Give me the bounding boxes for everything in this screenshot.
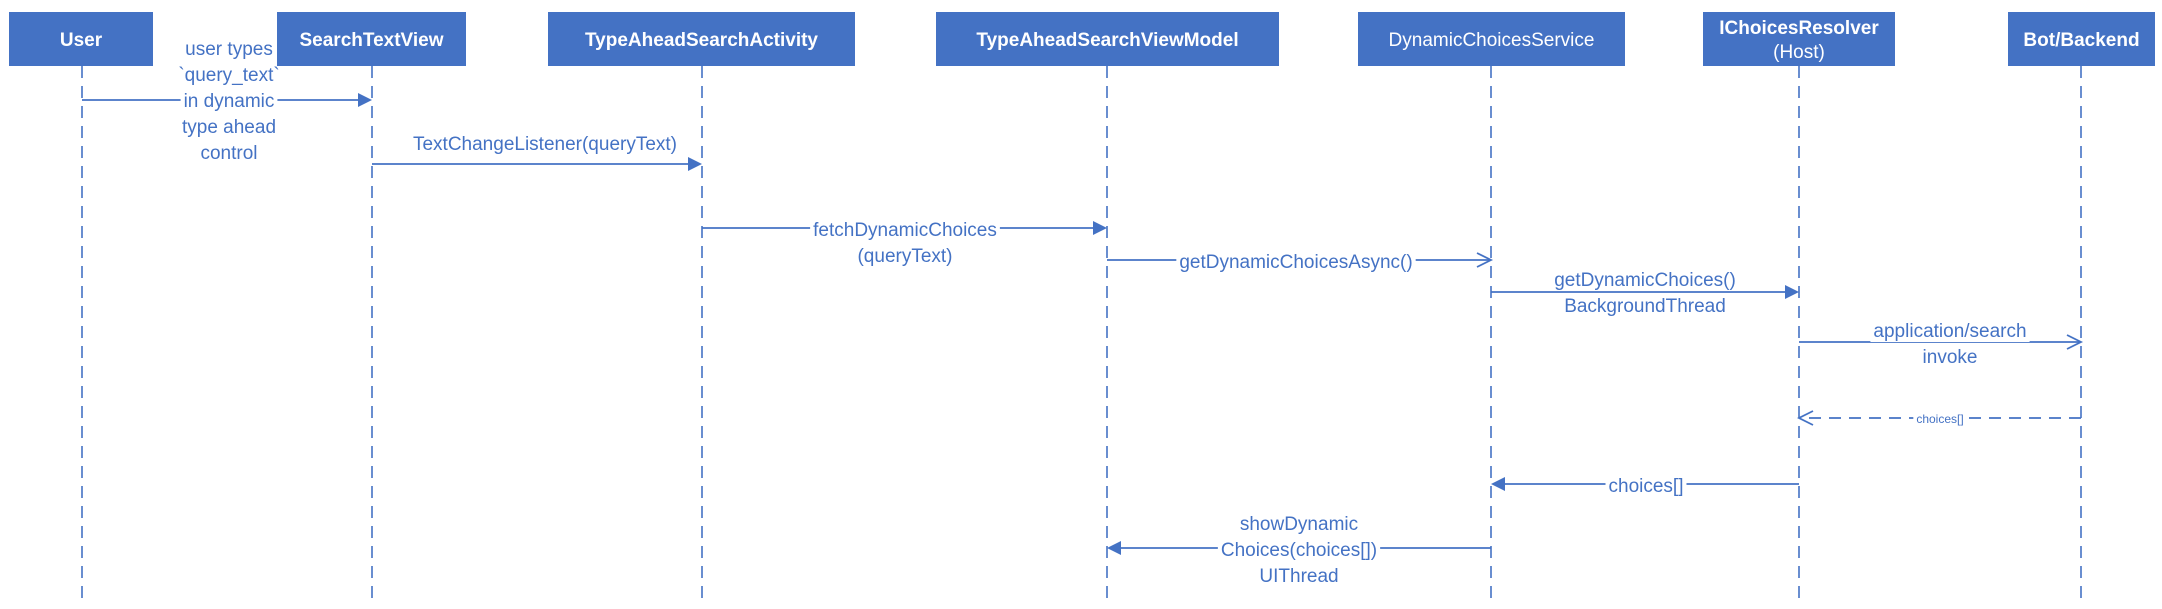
label-background — [1561, 296, 1729, 317]
label-background — [1236, 514, 1362, 535]
message-label: choices[] — [1605, 476, 1687, 497]
message-label-line: Choices(choices[]) — [1221, 540, 1377, 561]
label-background — [1551, 270, 1739, 291]
message-label-line: (queryText) — [857, 246, 952, 267]
message-label-line: user types — [185, 39, 273, 60]
message-botbackend-to-ichoicesresolver: choices[] — [1796, 410, 2081, 426]
actor-user: User — [9, 12, 153, 66]
label-background — [1217, 540, 1381, 561]
label-background — [1870, 321, 2030, 342]
actor-box — [1703, 12, 1895, 66]
arrowhead-open — [2066, 334, 2084, 350]
label-background — [1605, 476, 1687, 497]
arrowhead-filled — [1491, 477, 1505, 491]
message-dynamicchoicesservice-to-ichoicesresolver: getDynamicChoices() BackgroundThread — [1491, 270, 1799, 317]
message-label-line: in dynamic — [184, 91, 275, 112]
label-background — [1919, 347, 1981, 368]
actor-dynamicchoicesservice: DynamicChoicesService — [1358, 12, 1625, 66]
label-background — [810, 220, 1000, 241]
actor-label: Bot/Backend — [2023, 30, 2139, 51]
actor-botbackend: Bot/Backend — [2008, 12, 2155, 66]
message-user-to-searchtextview: user types `query_text`in dynamic type ahe… — [82, 39, 372, 164]
label-background — [182, 39, 276, 60]
arrowhead-filled — [688, 157, 702, 171]
message-label: user types `query_text`in dynamic type ahe… — [175, 39, 283, 164]
actor-box — [548, 12, 855, 66]
actor-searchtextview: SearchTextView — [277, 12, 466, 66]
lifelines — [81, 66, 2082, 600]
message-label: fetchDynamicChoices (queryText) — [810, 220, 1000, 267]
message-label-line: control — [200, 143, 257, 164]
arrowhead-filled — [358, 93, 372, 107]
arrowhead-filled — [1107, 541, 1121, 555]
actor-label: User — [60, 30, 103, 51]
message-label-line: choices[] — [1916, 412, 1963, 426]
actor-label: TypeAheadSearchActivity — [585, 30, 818, 51]
actor-typeaheadsearchviewmodel: TypeAheadSearchViewModel — [936, 12, 1279, 66]
arrowhead-filled — [1093, 221, 1107, 235]
actor-label: (Host) — [1773, 42, 1825, 63]
message-label-line: UIThread — [1259, 566, 1338, 587]
message-label-line: TextChangeListener(queryText) — [413, 134, 677, 155]
message-label: getDynamicChoicesAsync() — [1176, 252, 1416, 273]
message-label-line: getDynamicChoicesAsync() — [1179, 252, 1412, 273]
message-label: application/search invoke — [1870, 321, 2030, 368]
actor-box — [936, 12, 1279, 66]
message-label-line: showDynamic — [1240, 514, 1358, 535]
label-background — [854, 246, 956, 267]
message-label-line: application/search — [1873, 321, 2026, 342]
actor-label: TypeAheadSearchViewModel — [976, 30, 1238, 51]
label-background — [180, 91, 278, 112]
actor-label: DynamicChoicesService — [1389, 30, 1595, 51]
messages: user types `query_text`in dynamic type ahe… — [82, 39, 2084, 587]
message-label-line: getDynamicChoices() — [1554, 270, 1736, 291]
label-background — [1176, 252, 1416, 273]
actor-label: SearchTextView — [300, 30, 444, 51]
message-typeaheadsearchviewmodel-to-dynamicchoicesservice: getDynamicChoicesAsync() — [1107, 252, 1494, 273]
label-background — [175, 65, 283, 86]
actor-ichoicesresolver: IChoicesResolver (Host) — [1703, 12, 1895, 66]
message-label-line: invoke — [1923, 347, 1978, 368]
message-typeaheadsearchactivity-to-typeaheadsearchviewmodel: fetchDynamicChoices (queryText) — [702, 220, 1107, 267]
message-label-line: BackgroundThread — [1564, 296, 1726, 317]
actor-typeaheadsearchactivity: TypeAheadSearchActivity — [548, 12, 855, 66]
message-label: getDynamicChoices() BackgroundThread — [1551, 270, 1739, 317]
message-label: TextChangeListener(queryText) — [409, 134, 681, 155]
message-label-line: type ahead — [182, 117, 276, 138]
arrowhead-filled — [1785, 285, 1799, 299]
actor-box — [2008, 12, 2155, 66]
message-searchtextview-to-typeaheadsearchactivity: TextChangeListener(queryText) — [372, 134, 702, 171]
label-background — [1913, 412, 1967, 426]
arrowhead-open — [1796, 410, 1814, 426]
message-ichoicesresolver-to-dynamicchoicesservice: choices[] — [1491, 476, 1799, 497]
arrowhead-open — [1476, 252, 1494, 268]
label-background — [1256, 566, 1342, 587]
actor-label: IChoicesResolver — [1719, 18, 1879, 39]
label-background — [409, 134, 681, 155]
label-background — [178, 117, 280, 138]
actor-box — [9, 12, 153, 66]
actors: User SearchTextView TypeAheadSearchActivit… — [9, 12, 2155, 66]
label-background — [197, 143, 261, 164]
message-label: choices[] — [1913, 412, 1967, 426]
message-label-line: fetchDynamicChoices — [813, 220, 997, 241]
message-label-line: `query_text` — [178, 65, 279, 86]
message-label-line: choices[] — [1609, 476, 1684, 497]
message-ichoicesresolver-to-botbackend: application/search invoke — [1799, 321, 2084, 368]
actor-box — [277, 12, 466, 66]
actor-box — [1358, 12, 1625, 66]
